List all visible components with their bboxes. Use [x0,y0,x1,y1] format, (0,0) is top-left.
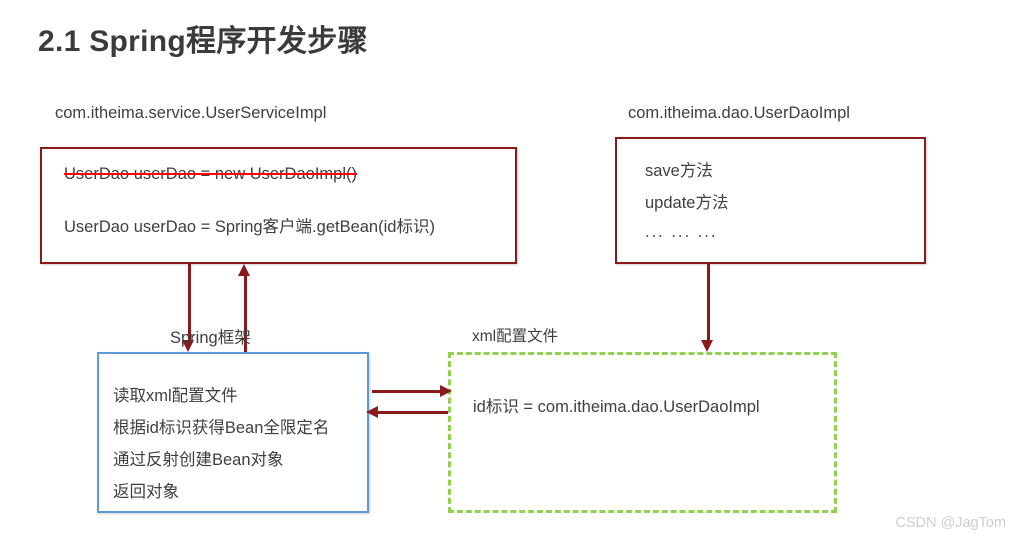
service-line-getbean: UserDao userDao = Spring客户端.getBean(id标识… [64,218,435,236]
arrow-spring-to-xml [372,390,442,393]
arrowhead-right-icon [440,385,452,397]
arrow-service-to-spring [188,264,191,342]
arrow-spring-to-service [244,276,247,352]
spring-step-reflection-create: 通过反射创建Bean对象 [113,451,284,469]
service-line-old-instantiation: UserDao userDao = new UserDaoImpl() [64,165,357,183]
watermark: CSDN @JagTom [895,515,1006,531]
arrowhead-up-icon [238,264,250,276]
caption-xml-config-file: xml配置文件 [472,328,559,345]
page-title: 2.1 Spring程序开发步骤 [38,25,368,58]
dao-line-save: save方法 [645,162,713,180]
arrowhead-down-icon [701,340,713,352]
spring-step-resolve-bean-name: 根据id标识获得Bean全限定名 [113,419,330,437]
box-spring-framework: 读取xml配置文件 根据id标识获得Bean全限定名 通过反射创建Bean对象 … [97,352,369,513]
dao-line-update: update方法 [645,194,729,212]
box-user-service-impl: UserDao userDao = new UserDaoImpl() User… [40,147,517,264]
arrowhead-down-icon [182,340,194,352]
caption-spring-framework: Spring框架 [170,329,251,347]
caption-user-dao-impl: com.itheima.dao.UserDaoImpl [628,104,850,122]
box-user-dao-impl: save方法 update方法 ... ... ... [615,137,926,264]
spring-step-read-xml: 读取xml配置文件 [113,387,238,405]
xml-bean-definition: id标识 = com.itheima.dao.UserDaoImpl [473,398,760,416]
dao-line-ellipsis: ... ... ... [645,223,718,241]
arrowhead-left-icon [366,406,378,418]
spring-step-return-object: 返回对象 [113,483,179,501]
arrow-dao-to-xml [707,264,710,342]
box-xml-config-file: id标识 = com.itheima.dao.UserDaoImpl [448,352,837,513]
arrow-xml-to-spring [378,411,448,414]
caption-user-service-impl: com.itheima.service.UserServiceImpl [55,104,327,122]
